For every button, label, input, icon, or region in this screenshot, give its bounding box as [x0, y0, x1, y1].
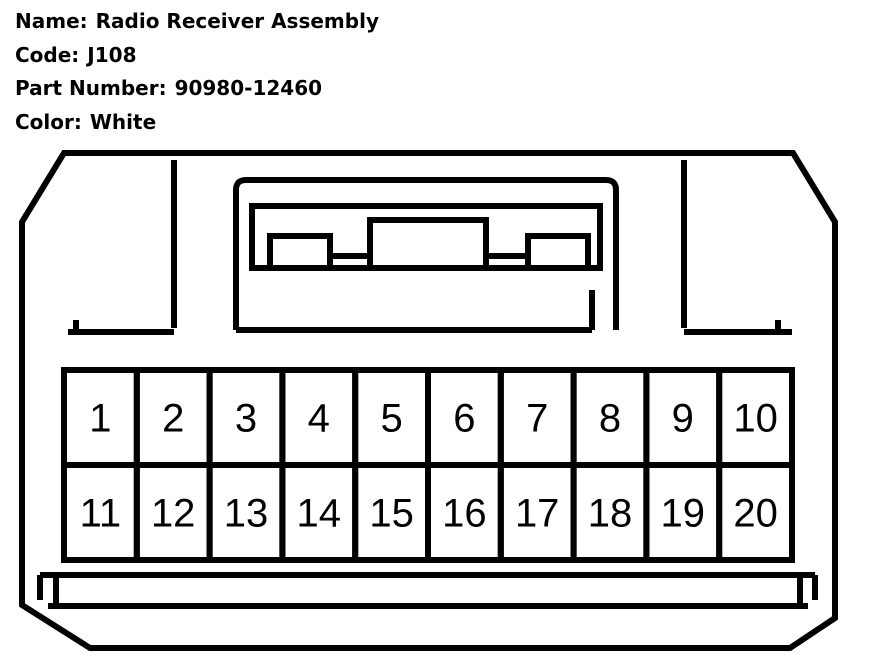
part-number-label: Part Number:	[15, 76, 167, 100]
pin-number-19: 19	[661, 492, 706, 536]
code-line: Code: J108	[15, 39, 379, 73]
color-value: White	[89, 109, 157, 134]
pin-number-9: 9	[672, 397, 694, 441]
lock-latch-right	[525, 233, 591, 271]
color-label: Color:	[15, 109, 82, 134]
pin-cell-20	[716, 462, 796, 563]
pin-number-2: 2	[162, 397, 184, 441]
right-shoulder	[684, 320, 792, 335]
pin-number-6: 6	[453, 397, 475, 441]
pin-number-10: 10	[733, 397, 778, 441]
pin-number-13: 13	[224, 492, 269, 536]
code-value: J108	[87, 42, 137, 67]
pin-number-5: 5	[380, 397, 402, 441]
connector-info: Name: Radio Receiver Assembly Code: J108 P…	[15, 5, 379, 139]
color-line: Color: White	[15, 106, 379, 140]
lock-latch-left	[267, 233, 333, 271]
pin-number-12: 12	[151, 492, 196, 536]
name-label: Name:	[15, 9, 88, 33]
name-line: Name: Radio Receiver Assembly	[15, 5, 379, 39]
part-number-line: Part Number: 90980-12460	[15, 72, 379, 106]
bottom-rail	[40, 572, 815, 609]
connector-housing-outline	[19, 150, 838, 651]
lock-latch-center	[367, 217, 489, 271]
pin-number-7: 7	[526, 397, 548, 441]
pin-number-17: 17	[515, 492, 560, 536]
pin-number-11: 11	[80, 492, 122, 536]
pin-number-1: 1	[89, 397, 111, 441]
lock-tab-sides	[236, 290, 595, 333]
pin-number-18: 18	[588, 492, 633, 536]
housing-top-frame	[171, 160, 687, 328]
pin-number-16: 16	[442, 492, 487, 536]
pin-number-3: 3	[235, 397, 257, 441]
code-label: Code:	[15, 42, 80, 67]
left-shoulder	[68, 320, 174, 335]
name-value: Radio Receiver Assembly	[95, 9, 379, 33]
pin-number-20: 20	[733, 492, 778, 536]
pin-number-14: 14	[297, 492, 342, 536]
lock-tab-housing	[233, 177, 619, 330]
pin-number-4: 4	[308, 397, 330, 441]
pin-number-8: 8	[599, 397, 621, 441]
lock-tab-inner	[249, 203, 603, 271]
bottom-rail-corners	[37, 575, 818, 600]
pin-number-15: 15	[369, 492, 414, 536]
part-number-value: 90980-12460	[174, 76, 323, 100]
